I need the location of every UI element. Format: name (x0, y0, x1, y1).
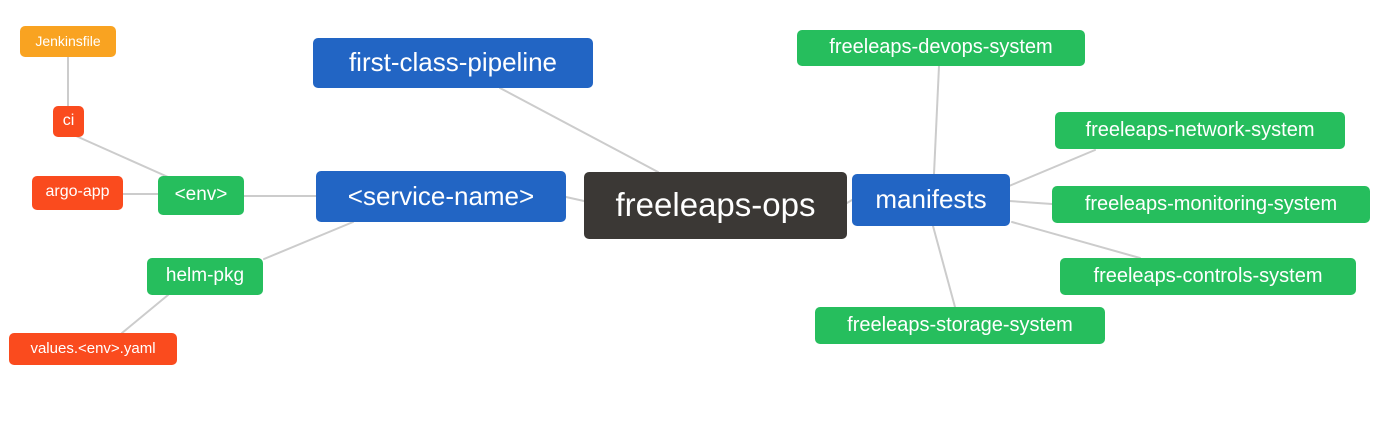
node-monitoring-system[interactable]: freeleaps-monitoring-system (1052, 186, 1370, 223)
node-values-env-yaml[interactable]: values.<env>.yaml (9, 333, 177, 365)
edge-manifests-controls (1011, 221, 1141, 259)
edge-manifests-storage (932, 225, 956, 308)
node-controls-system[interactable]: freeleaps-controls-system (1060, 258, 1356, 295)
node-network-system[interactable]: freeleaps-network-system (1055, 112, 1345, 149)
edge-manifests-network (1008, 149, 1096, 187)
edge-ci-env (75, 135, 169, 178)
edge-service-name-helm-pkg (263, 221, 354, 260)
node-manifests[interactable]: manifests (852, 174, 1010, 226)
edge-manifests-devops (933, 65, 940, 175)
node-ci[interactable]: ci (53, 106, 84, 137)
node-freeleaps-ops[interactable]: freeleaps-ops (584, 172, 847, 239)
edge-helm-pkg-values-yaml (121, 294, 169, 334)
node-argo-app[interactable]: argo-app (32, 176, 123, 210)
node-service-name[interactable]: <service-name> (316, 171, 566, 222)
edge-pipeline-ops (499, 87, 659, 173)
edge-service-name-ops (565, 196, 585, 202)
edge-manifests-monitoring (1008, 200, 1053, 205)
node-devops-system[interactable]: freeleaps-devops-system (797, 30, 1085, 66)
edge-ops-manifests (846, 199, 853, 204)
node-helm-pkg[interactable]: helm-pkg (147, 258, 263, 295)
node-storage-system[interactable]: freeleaps-storage-system (815, 307, 1105, 344)
node-jenkinsfile[interactable]: Jenkinsfile (20, 26, 116, 57)
node-first-class-pipeline[interactable]: first-class-pipeline (313, 38, 593, 88)
node-env[interactable]: <env> (158, 176, 244, 215)
